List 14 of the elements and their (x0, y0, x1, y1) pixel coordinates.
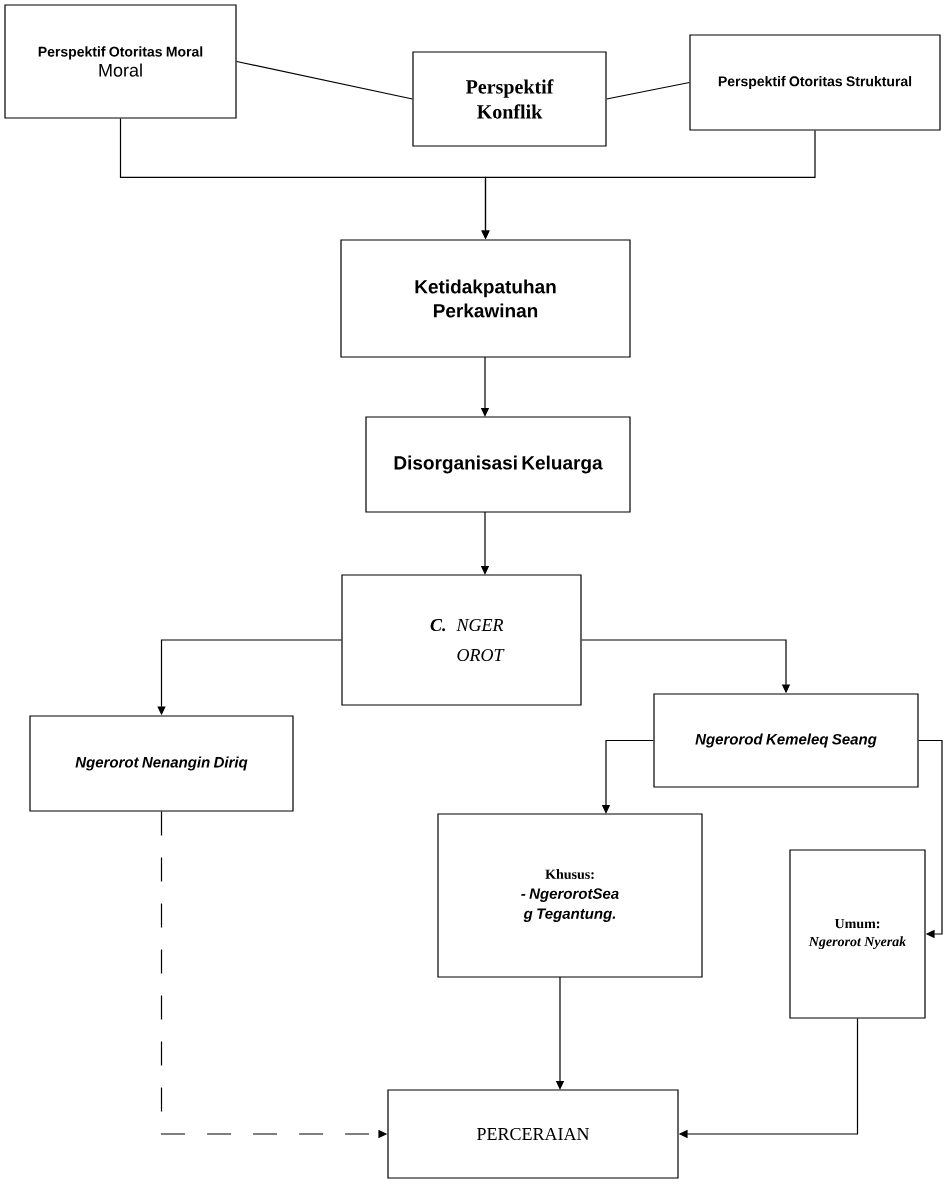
process-box: Ngerorot Nenangin Diriq (29, 715, 294, 812)
category-box: Umum: Ngerorot Nyerak (789, 849, 926, 1019)
result-box: PERCERAIAN (387, 1089, 679, 1179)
perspective-box: Perspektif Konflik (412, 51, 607, 147)
arrow (918, 739, 943, 939)
process-box: C. NGER OROT (341, 574, 582, 706)
perspective-box: Perspektif Otoritas Moral Moral (4, 4, 237, 119)
process-box: Ngerorod Kemeleq Seang (653, 693, 919, 788)
process-box: Ketidakpatuhan Perkawinan (340, 239, 631, 358)
perspective-box: Perspektif Otoritas Struktural (689, 34, 941, 131)
category-box: Khusus: - NgerorotSea g Tegantung. (437, 813, 703, 978)
connector-line (606, 81, 690, 100)
process-box: Disorganisasi Keluarga (365, 416, 631, 513)
connector-line (236, 60, 413, 100)
